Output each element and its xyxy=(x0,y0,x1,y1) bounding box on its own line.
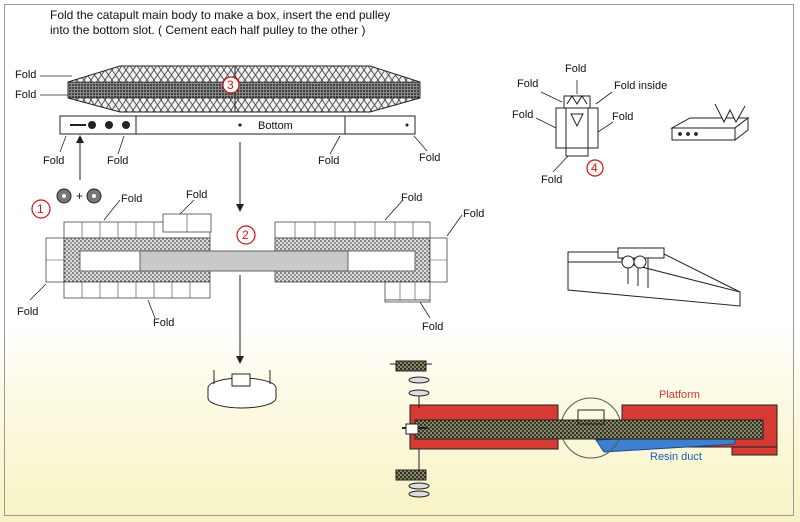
page-frame xyxy=(4,4,794,516)
step-4-number: 4 xyxy=(591,161,598,175)
box-net-part xyxy=(45,213,448,303)
fold-label: Fold xyxy=(107,155,129,167)
fold-label: Fold xyxy=(419,152,441,164)
step-circles xyxy=(31,76,604,245)
fold-inside-part xyxy=(555,95,599,157)
fold-label: Fold xyxy=(186,189,208,201)
fold-label: Fold xyxy=(565,63,587,75)
resin-duct-label: Resin duct xyxy=(650,451,702,463)
platform-label: Platform xyxy=(659,389,700,401)
bottom-strip-part xyxy=(59,115,416,135)
step-2-number: 2 xyxy=(242,228,249,242)
instruction-line-1: Fold the catapult main body to make a bo… xyxy=(50,8,391,22)
leader-lines-step4 xyxy=(535,80,614,173)
leader-lines-top xyxy=(40,75,428,155)
instruction-text: Fold the catapult main body to make a bo… xyxy=(50,8,390,38)
step-1-number: 1 xyxy=(37,202,44,216)
fold-label: Fold xyxy=(512,109,534,121)
fold-label: Fold xyxy=(15,89,37,101)
fold-label: Fold xyxy=(43,155,65,167)
fold-label: Fold xyxy=(463,208,485,220)
fold-inside-label: Fold inside xyxy=(614,80,668,92)
pulley-halves-icon xyxy=(56,188,102,204)
instruction-line-2: into the bottom slot. ( Cement each half… xyxy=(50,23,366,37)
catapult-ramp-3d xyxy=(567,247,741,307)
fold-label: Fold xyxy=(318,155,340,167)
fold-label: Fold xyxy=(541,174,563,186)
leader-lines-step2 xyxy=(29,199,463,319)
bottom-label: Bottom xyxy=(258,120,293,132)
fold-label: Fold xyxy=(153,317,175,329)
fold-label: Fold xyxy=(15,69,37,81)
catapult-track xyxy=(414,419,764,440)
fold-label: Fold xyxy=(121,193,143,205)
step-3-number: 3 xyxy=(227,78,234,92)
fold-label: Fold xyxy=(422,321,444,333)
plus-sign: + xyxy=(76,189,84,203)
truss-body-part xyxy=(67,65,421,113)
fold-label: Fold xyxy=(17,306,39,318)
box-net-grid xyxy=(46,214,447,300)
pulley-drum-part xyxy=(207,370,277,409)
bracket-3d-part xyxy=(670,103,750,142)
small-hook-parts xyxy=(390,360,432,498)
platform-assembly xyxy=(402,397,778,459)
fold-label: Fold xyxy=(612,111,634,123)
fold-label: Fold xyxy=(517,78,539,90)
fold-label: Fold xyxy=(401,192,423,204)
